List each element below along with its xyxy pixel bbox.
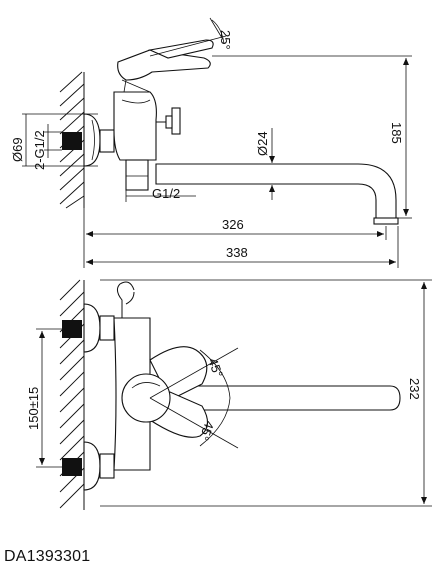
lower-inlet-pipe [62, 458, 82, 476]
wall-flange [83, 113, 101, 167]
diverter-knob [156, 107, 181, 135]
spout-reach-dim: 326 [83, 208, 387, 268]
spout-length-label: 232 [407, 378, 422, 400]
handle-angle-label: 25° [218, 30, 233, 50]
flange-diameter-label: Ø69 [10, 137, 25, 162]
inlet-thread-label: 2-G1/2 [32, 130, 47, 170]
overall-length-label: 338 [226, 245, 248, 260]
swivel-angle-dims: 45° 45° [149, 347, 239, 449]
inlet-spacing-label: 150±15 [26, 387, 41, 430]
spout-length-dim: 232 [100, 279, 432, 507]
spout-reach-label: 326 [222, 217, 244, 232]
upper-inlet-pipe [62, 320, 82, 338]
outlet-thread-label: G1/2 [152, 186, 180, 201]
lever-handle [117, 49, 211, 81]
swivel-angle-bottom-label: 45° [196, 419, 217, 443]
faucet-body [113, 91, 157, 161]
flange-diameter-dim: Ø69 [10, 113, 98, 167]
overall-length-dim: 338 [86, 226, 399, 268]
side-view: 25° 185 Ø24 Ø69 2-G1/2 [10, 17, 412, 268]
outlet-diameter-label: Ø24 [255, 131, 270, 156]
handle-angle-dim: 25° [149, 17, 233, 57]
height-dim: 185 [212, 55, 412, 219]
top-view: 45° 45° 150±15 232 [26, 279, 432, 510]
swivel-angle-top-label: 45° [205, 356, 226, 380]
lever-handle-top [121, 346, 209, 438]
inlet-pipe [62, 132, 82, 150]
outlet-thread-dim: G1/2 [125, 186, 196, 202]
spout [155, 163, 399, 225]
spout-top [159, 385, 401, 411]
inlet-spacing-dim: 150±15 [26, 328, 62, 468]
inlet-thread-dim: 2-G1/2 [32, 124, 62, 170]
shower-hook [116, 281, 135, 318]
outlet-diameter-dim: Ø24 [255, 128, 275, 200]
product-code: DA1393301 [4, 548, 91, 565]
height-label: 185 [389, 122, 404, 144]
